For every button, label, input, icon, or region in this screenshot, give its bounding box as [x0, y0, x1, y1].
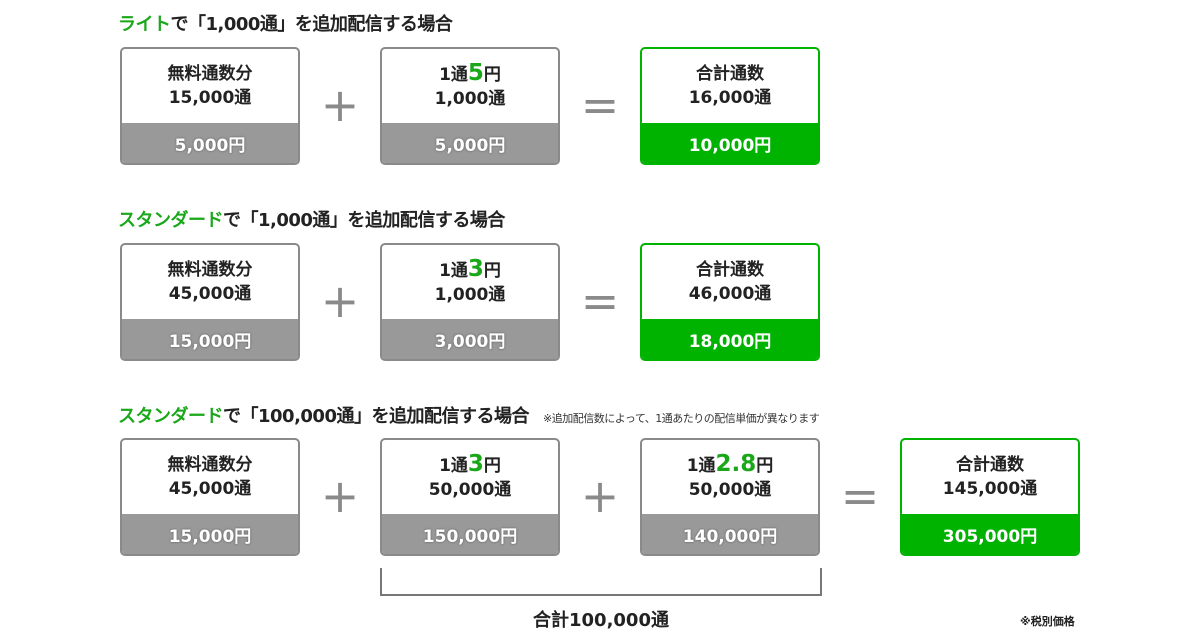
- row1-title: ライトで「1,000通」を追加配信する場合: [118, 10, 453, 36]
- title-text: で「1,000通」を追加配信する場合: [170, 14, 453, 35]
- equals-icon: =: [840, 469, 880, 523]
- box-label: 無料通数分: [167, 260, 253, 280]
- plus-icon: +: [580, 469, 620, 523]
- box-label: 無料通数分: [167, 455, 253, 475]
- box-count: 50,000通: [428, 480, 512, 500]
- box-price: 5,000円: [382, 123, 558, 163]
- box-count: 16,000通: [688, 88, 772, 108]
- pricing-note: ※追加配信数によって、1通あたりの配信単価が異なります: [542, 412, 820, 425]
- plan-name: スタンダード: [118, 210, 224, 231]
- additional-box: 1通3円 1,000通 3,000円: [380, 243, 560, 361]
- box-count: 45,000通: [168, 284, 252, 304]
- box-label: 合計通数: [696, 64, 764, 84]
- box-price: 140,000円: [642, 514, 818, 554]
- box-label: 合計通数: [696, 260, 764, 280]
- box-price: 150,000円: [382, 514, 558, 554]
- additional-box: 1通5円 1,000通 5,000円: [380, 47, 560, 165]
- plan-name: ライト: [118, 14, 171, 35]
- total-box: 合計通数 46,000通 18,000円: [640, 243, 820, 361]
- box-price: 3,000円: [382, 319, 558, 359]
- unit-price: 1通3円: [439, 451, 501, 477]
- unit-price: 1通3円: [439, 256, 501, 282]
- box-count: 50,000通: [688, 480, 772, 500]
- free-quota-box: 無料通数分 45,000通 15,000円: [120, 438, 300, 556]
- box-count: 46,000通: [688, 284, 772, 304]
- equals-icon: =: [580, 78, 620, 132]
- box-price: 15,000円: [122, 514, 298, 554]
- unit-price: 1通2.8円: [686, 451, 774, 477]
- additional-box: 1通3円 50,000通 150,000円: [380, 438, 560, 556]
- plus-icon: +: [320, 274, 360, 328]
- bracket: [380, 568, 822, 596]
- box-count: 1,000通: [434, 89, 506, 109]
- box-price: 305,000円: [902, 514, 1078, 554]
- row2-title: スタンダードで「1,000通」を追加配信する場合: [118, 206, 505, 232]
- free-quota-box: 無料通数分 15,000通 5,000円: [120, 47, 300, 165]
- plus-icon: +: [320, 78, 360, 132]
- title-text: で「1,000通」を追加配信する場合: [223, 210, 505, 231]
- plan-name: スタンダード: [118, 406, 224, 427]
- total-box: 合計通数 145,000通 305,000円: [900, 438, 1080, 556]
- plus-icon: +: [320, 469, 360, 523]
- box-price: 18,000円: [642, 319, 818, 359]
- box-price: 5,000円: [122, 123, 298, 163]
- total-box: 合計通数 16,000通 10,000円: [640, 47, 820, 165]
- unit-price: 1通5円: [439, 60, 501, 86]
- box-count: 1,000通: [434, 285, 506, 305]
- box-count: 15,000通: [168, 88, 252, 108]
- box-count: 45,000通: [168, 479, 252, 499]
- row3-title: スタンダードで「100,000通」を追加配信する場合 ※追加配信数によって、1通あ…: [118, 402, 820, 428]
- additional-box: 1通2.8円 50,000通 140,000円: [640, 438, 820, 556]
- box-label: 合計通数: [956, 455, 1024, 475]
- box-count: 145,000通: [942, 479, 1038, 499]
- free-quota-box: 無料通数分 45,000通 15,000円: [120, 243, 300, 361]
- box-label: 無料通数分: [167, 64, 253, 84]
- box-price: 10,000円: [642, 123, 818, 163]
- equals-icon: =: [580, 274, 620, 328]
- title-text: で「100,000通」を追加配信する場合: [223, 406, 529, 427]
- bracket-total-label: 合計100,000通: [533, 610, 669, 631]
- box-price: 15,000円: [122, 319, 298, 359]
- tax-footnote: ※税別価格: [1020, 615, 1075, 628]
